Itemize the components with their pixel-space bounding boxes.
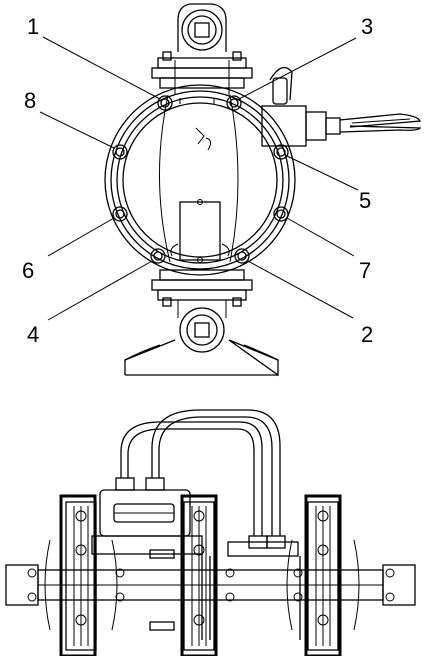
bolt-8 bbox=[112, 144, 128, 160]
diaphragm-housing bbox=[104, 84, 296, 276]
flange-right bbox=[286, 501, 360, 651]
highlight-box-center bbox=[180, 494, 218, 656]
flange-left bbox=[44, 501, 118, 651]
bolt-4 bbox=[150, 248, 166, 264]
air-hoses bbox=[115, 409, 286, 549]
pump-side-view bbox=[5, 409, 416, 656]
housing-bolts bbox=[112, 95, 289, 264]
bolt-2 bbox=[234, 248, 250, 264]
air-valve-fitting bbox=[261, 66, 422, 147]
highlight-boxes bbox=[59, 494, 342, 656]
callout-3: 3 bbox=[361, 14, 373, 39]
pump-front-view: 1 3 8 5 6 7 4 2 bbox=[22, 3, 422, 377]
pump-body bbox=[91, 489, 301, 640]
flange-center bbox=[183, 501, 215, 651]
bolt-5 bbox=[273, 144, 289, 160]
bolt-7 bbox=[273, 206, 289, 222]
callout-8: 8 bbox=[24, 88, 36, 113]
top-manifold bbox=[151, 3, 253, 95]
callout-numbers: 1 3 8 5 6 7 4 2 bbox=[22, 14, 373, 347]
bottom-manifold bbox=[124, 269, 279, 377]
bolt-1 bbox=[157, 95, 173, 111]
callout-5: 5 bbox=[359, 188, 371, 213]
callout-leaders bbox=[39, 36, 359, 321]
callout-4: 4 bbox=[27, 322, 39, 347]
highlight-box-right bbox=[304, 494, 342, 656]
callout-7: 7 bbox=[359, 258, 371, 283]
bolt-3 bbox=[226, 95, 242, 111]
callout-6: 6 bbox=[22, 258, 34, 283]
highlight-box-left bbox=[59, 494, 97, 656]
bolt-6 bbox=[112, 206, 128, 222]
callout-2: 2 bbox=[361, 322, 373, 347]
callout-1: 1 bbox=[27, 14, 39, 39]
